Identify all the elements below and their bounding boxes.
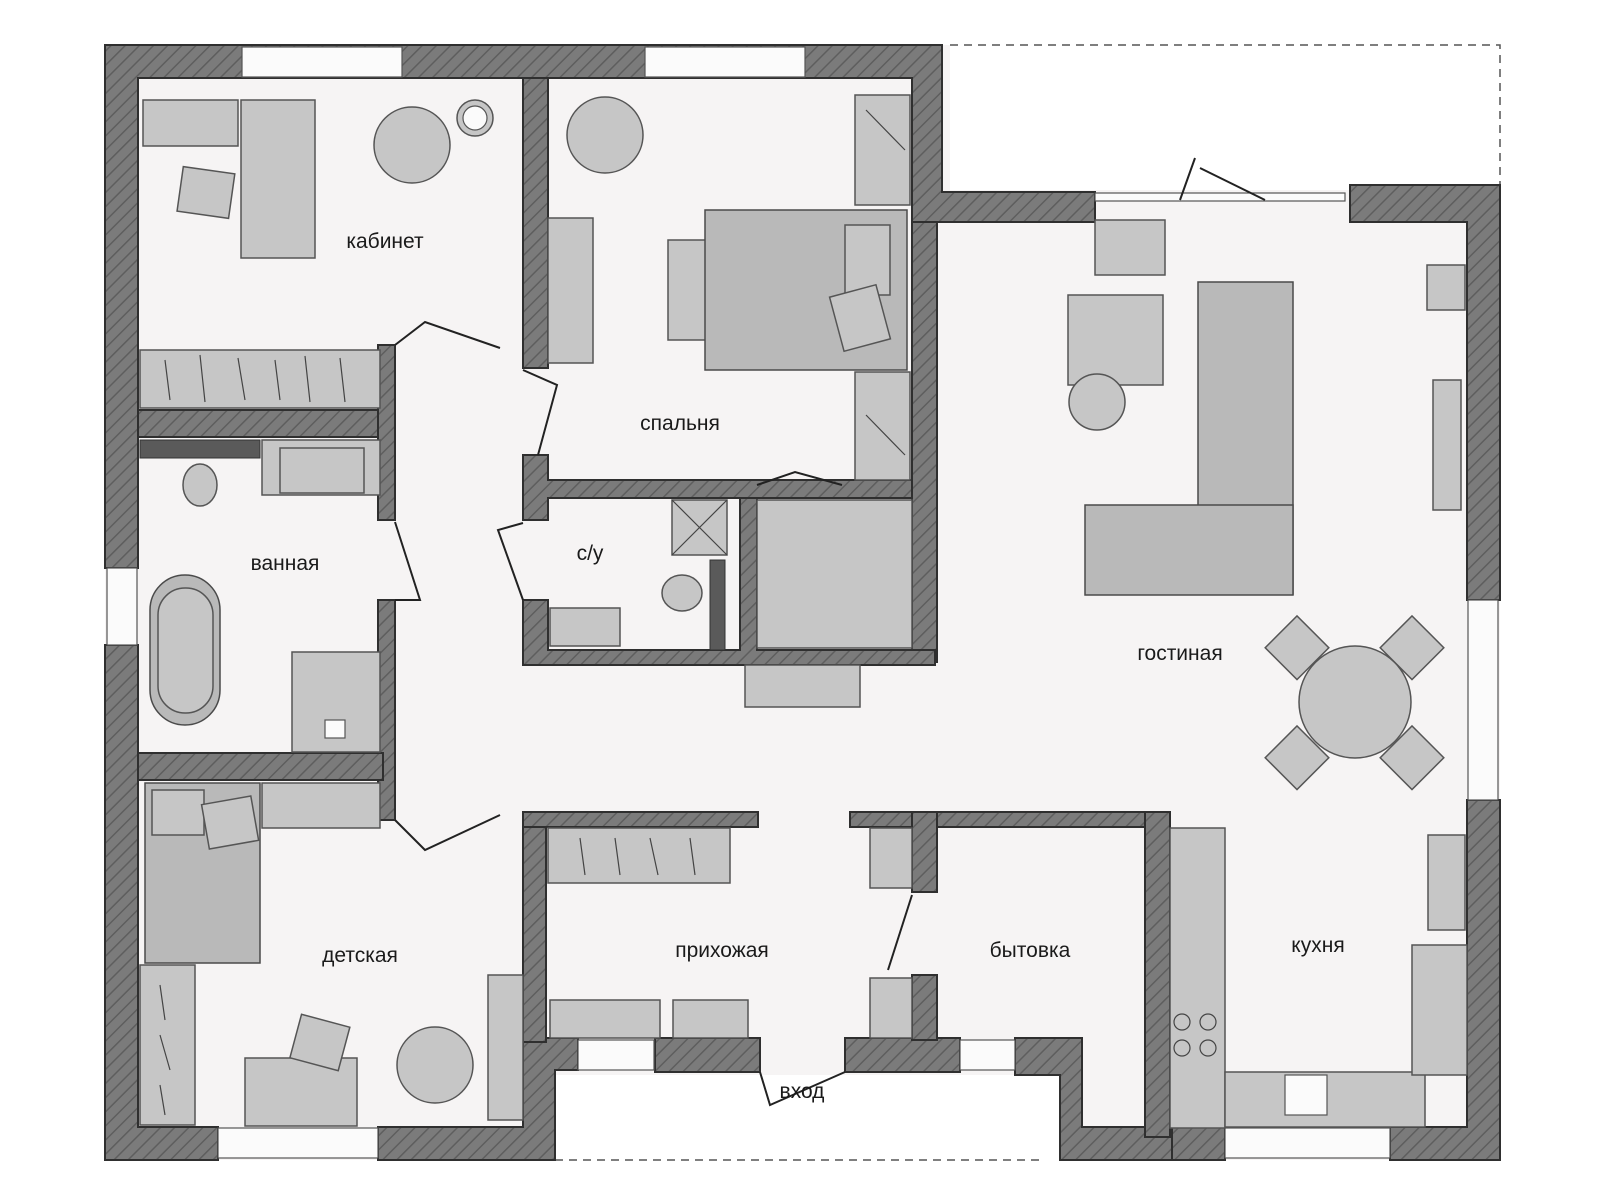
- room-label-kids: детская: [322, 944, 398, 967]
- room-label-study: кабинет: [346, 230, 424, 253]
- doors: [394, 157, 1266, 1107]
- interior-walls: [137, 77, 1171, 1138]
- study-furniture: [139, 99, 494, 409]
- room-label-wc: с/у: [577, 542, 604, 565]
- room-label-kitchen: кухня: [1291, 934, 1344, 957]
- entrance-label: вход: [780, 1080, 825, 1103]
- room-label-bathroom: ванная: [251, 552, 320, 575]
- room-label-utility: бытовка: [990, 939, 1071, 962]
- terrace-outline: [950, 44, 1501, 185]
- bedroom-furniture: [547, 94, 911, 481]
- room-label-hall: прихожая: [675, 939, 769, 962]
- kids-furniture: [139, 782, 524, 1127]
- wc-fixtures: [549, 499, 913, 651]
- room-label-living: гостиная: [1137, 642, 1222, 665]
- room-label-bedroom: спальня: [640, 412, 720, 435]
- hall-utility-furniture: [547, 664, 913, 1039]
- windows: [106, 46, 1499, 1159]
- bathroom-fixtures: [139, 439, 381, 753]
- living-kitchen-furniture: [1067, 219, 1468, 1129]
